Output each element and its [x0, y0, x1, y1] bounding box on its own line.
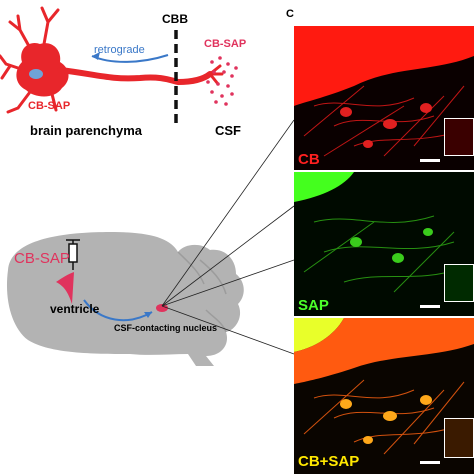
retrograde-arrow	[91, 54, 169, 63]
panel-letter: C	[286, 8, 294, 20]
micrograph-merge: CB+SAP	[294, 318, 474, 474]
csf-label: CSF	[215, 123, 241, 138]
neuron-icon	[0, 6, 224, 114]
sap-panel-label: SAP	[298, 297, 329, 314]
cbsap-injection-label: CB-SAP	[14, 250, 70, 267]
cb-panel-label: CB	[298, 151, 320, 168]
parenchyma-label: brain parenchyma	[30, 123, 142, 138]
csf-contacting-nucleus	[156, 304, 168, 312]
nucleus-icon	[29, 69, 43, 79]
merge-scale-bar	[420, 461, 440, 464]
micrograph-cb: CB	[294, 26, 474, 170]
cb-scale-bar	[420, 159, 440, 162]
ventricle-label: ventricle	[50, 302, 100, 316]
flow-arrow	[83, 299, 153, 322]
cb-inset	[444, 118, 474, 156]
micrograph-sap: SAP	[294, 172, 474, 316]
cbsap-dots	[206, 56, 238, 106]
sap-scale-bar	[420, 305, 440, 308]
cbsap-neuron-label: CB-SAP	[28, 100, 71, 112]
merge-panel-label: CB+SAP	[298, 453, 360, 470]
retrograde-label: retrograde	[94, 44, 145, 56]
cbsap-csf-label: CB-SAP	[204, 38, 247, 50]
neuron-schematic	[0, 6, 238, 124]
nucleus-label: CSF-contacting nucleus	[114, 323, 218, 333]
cbb-label: CBB	[162, 12, 188, 26]
sap-inset	[444, 264, 474, 302]
ventricle-shape	[56, 272, 74, 304]
syringe-icon	[66, 239, 80, 270]
merge-inset	[444, 418, 474, 458]
